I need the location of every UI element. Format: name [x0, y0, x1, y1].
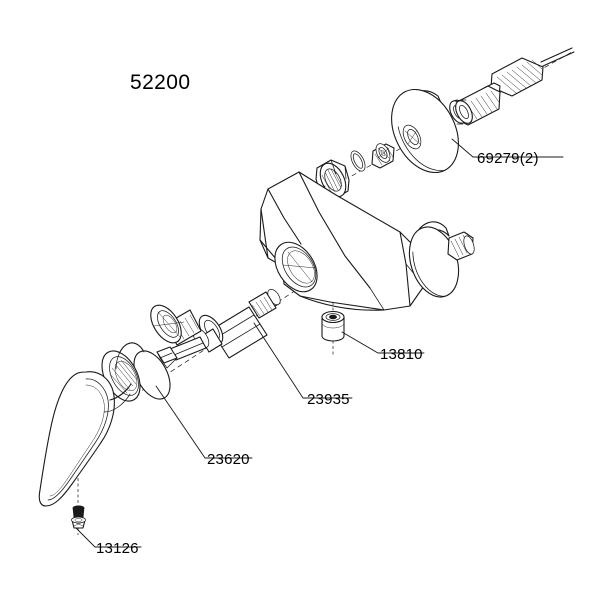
- callout-label-13810: 13810: [380, 346, 423, 363]
- sealing-washer: [449, 99, 473, 125]
- lever-handle: [38, 371, 132, 507]
- leader-lines: [75, 138, 564, 548]
- set-screw: [71, 505, 86, 529]
- o-ring: [350, 150, 366, 172]
- outlet-knurled-nipple: [447, 231, 475, 261]
- cartridge-bore: [274, 241, 318, 293]
- aerator-plug: [321, 310, 345, 342]
- callout-label-23620: 23620: [207, 451, 250, 468]
- callout-label-13126: 13126: [96, 540, 139, 557]
- callout-label-69279: 69279(2): [477, 150, 539, 167]
- wall-flange-disc: [391, 88, 459, 174]
- page-title: 52200: [130, 71, 191, 94]
- escutcheon-cap: [101, 342, 171, 402]
- retaining-nut: [150, 304, 202, 346]
- callout-label-23935: 23935: [307, 391, 350, 408]
- eccentric-fitting: [371, 143, 395, 169]
- outlet-flange: [408, 221, 460, 298]
